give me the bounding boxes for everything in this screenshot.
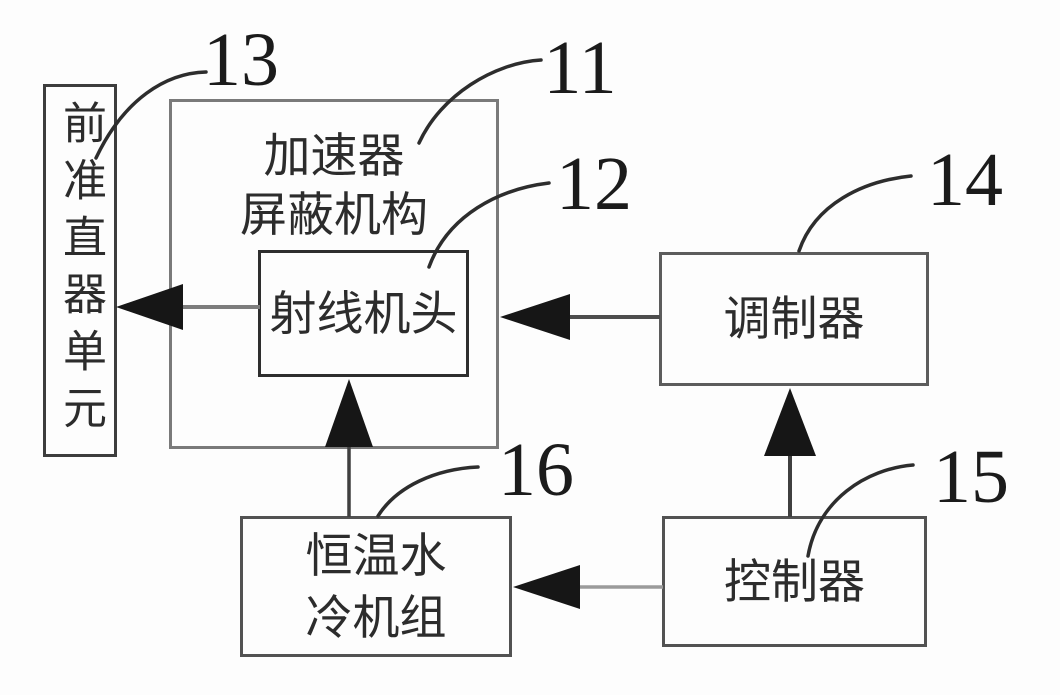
ref-label-13: 13 <box>203 18 279 102</box>
box-ray-head-label: 射线机头 <box>269 286 458 340</box>
box-ray-head: 射线机头 <box>258 250 469 377</box>
box-shield-label-line1: 加速器 <box>263 129 405 182</box>
box-collimator-label: 前准直器单元 <box>56 99 105 442</box>
arrowhead-left-icon <box>500 294 570 340</box>
box-cooler-label: 恒温水 冷机组 <box>306 525 447 649</box>
ref-label-12: 12 <box>556 142 632 226</box>
box-shield-label: 加速器 屏蔽机构 <box>240 126 428 244</box>
box-modulator-label: 调制器 <box>723 292 865 345</box>
ref-label-15: 15 <box>933 435 1009 519</box>
ref-label-11: 11 <box>543 26 617 110</box>
arrowhead-up-icon <box>764 388 816 456</box>
box-modulator: 调制器 <box>659 252 929 386</box>
box-cooler: 恒温水 冷机组 <box>240 516 512 657</box>
leader-line-16 <box>376 465 480 518</box>
arrowhead-left-icon <box>513 565 580 609</box>
box-cooler-label-line2: 冷机组 <box>305 590 447 644</box>
box-shield-label-line2: 屏蔽机构 <box>240 188 428 241</box>
ref-label-14: 14 <box>927 138 1003 222</box>
box-collimator: 前准直器单元 <box>43 84 117 457</box>
box-controller-label: 控制器 <box>724 554 865 608</box>
box-shield: 加速器 屏蔽机构 <box>169 99 499 449</box>
box-cooler-label-line1: 恒温水 <box>305 528 447 582</box>
leader-line-14 <box>797 174 913 253</box>
box-controller: 控制器 <box>662 516 927 647</box>
ref-label-16: 16 <box>498 428 574 512</box>
